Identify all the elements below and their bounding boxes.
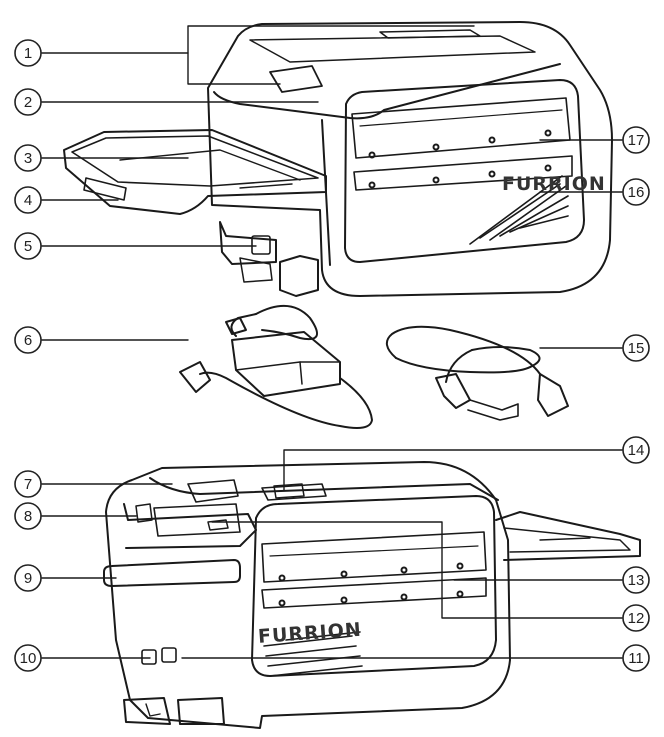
callout-6-label: 6 [24,332,32,349]
callout-11-label: 11 [628,650,644,667]
callout-9-label: 9 [24,570,32,587]
callout-7-label: 7 [24,476,32,493]
leader-lines [41,25,623,659]
bottom-fridge-unit [103,461,641,729]
callout-4-label: 4 [24,192,32,209]
dc-cord [385,325,569,421]
brand-label-top: FURRION [502,173,606,195]
brand-label-bottom: FURRION [257,619,362,648]
callout-5-label: 5 [24,238,32,255]
callout-14: 14 [622,436,650,464]
callout-4: 4 [14,186,42,214]
ac-adapter-cord [179,305,373,429]
callout-13-label: 13 [628,572,645,589]
callout-12: 12 [622,604,650,632]
callout-6: 6 [14,326,42,354]
callout-8: 8 [14,502,42,530]
callout-9: 9 [14,564,42,592]
callout-15: 15 [622,334,650,362]
callout-17: 17 [622,126,650,154]
callout-1: 1 [14,39,42,67]
callout-17-label: 17 [628,132,645,149]
callout-2: 2 [14,88,42,116]
callout-1-label: 1 [24,45,32,62]
callout-10-label: 10 [20,650,37,667]
callout-16: 16 [622,178,650,206]
callout-16-label: 16 [628,184,645,201]
callout-8-label: 8 [24,508,32,525]
callout-5: 5 [14,232,42,260]
callout-3: 3 [14,144,42,172]
callout-15-label: 15 [628,340,645,357]
callout-markers: 1 2 3 4 5 6 7 8 9 10 11 12 13 14 15 16 1… [14,39,650,672]
callout-10: 10 [14,644,42,672]
callout-3-label: 3 [24,150,32,167]
callout-14-label: 14 [628,442,645,459]
top-fridge-unit [63,21,613,297]
callout-11: 11 [622,644,650,672]
callout-12-label: 12 [628,610,645,627]
callout-7: 7 [14,470,42,498]
callout-2-label: 2 [24,94,32,111]
callout-13: 13 [622,566,650,594]
